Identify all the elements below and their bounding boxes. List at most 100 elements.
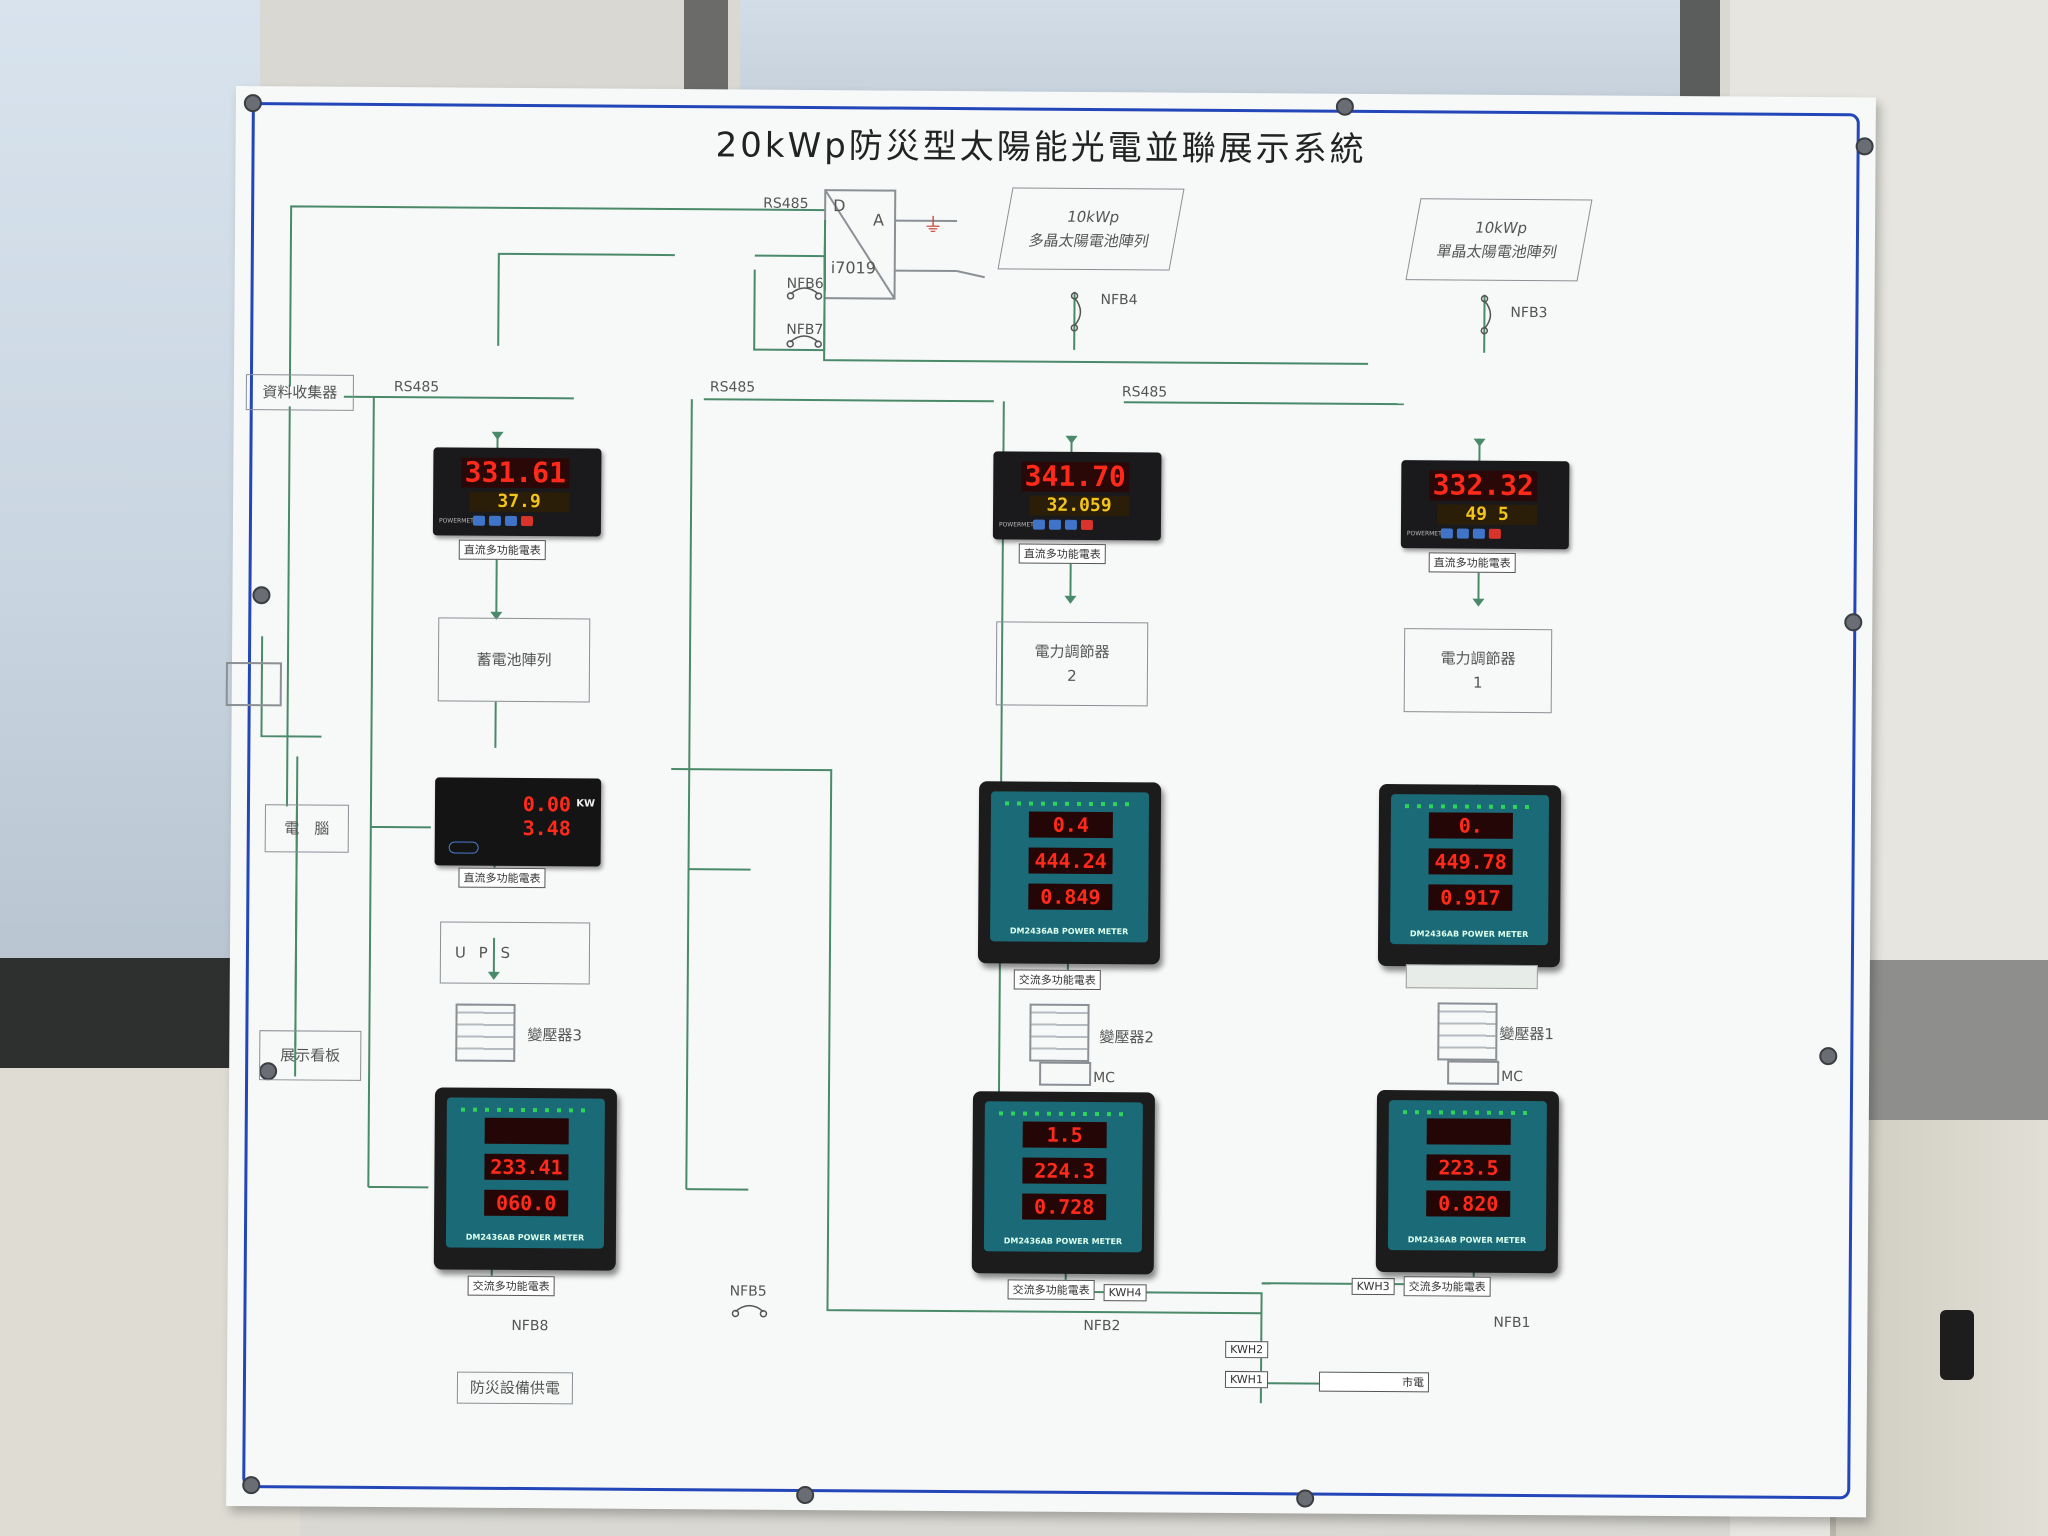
ac-meter-inverter2: 0.4 444.24 0.849 DM2436AB POWER METER (977, 781, 1162, 965)
dc-meter-1-label: 直流多功能電表 (458, 539, 546, 561)
inverter1-number: 1 (1473, 673, 1483, 692)
display-board-box: 展示看板 (259, 1030, 362, 1081)
disaster-supply-box: 防災設備供電 (456, 1371, 574, 1405)
ac-meter-inverter2-label: 交流多功能電表 (1013, 969, 1101, 991)
dc-meter-3-top: 332.32 (1429, 468, 1538, 502)
converter-a-label: A (873, 210, 885, 230)
kwh2-tag: KWH2 (1225, 1340, 1269, 1359)
display-board-panel: 20kWp防災型太陽能光電並聯展示系統 (225, 86, 1876, 1518)
dc-meter-1-buttons[interactable] (472, 515, 534, 527)
ac-inv1-row2: 449.78 (1428, 848, 1513, 875)
battery-v-value: 3.48 (522, 816, 571, 841)
mc1-label: MC (1501, 1068, 1524, 1086)
transformer3-icon (455, 1003, 516, 1062)
nfb7-label: NFB7 (786, 321, 824, 339)
mc2-label: MC (1093, 1070, 1116, 1087)
transformer2-label: 變壓器2 (1099, 1028, 1154, 1047)
window-frame-right (1680, 0, 1720, 110)
rs485-label-b: RS485 (709, 379, 756, 396)
ac-right-row1 (1426, 1118, 1511, 1145)
poly-pv-array-box: 10kWp 多晶太陽電池陣列 (997, 187, 1185, 271)
transformer1-label: 變壓器1 (1499, 1024, 1555, 1044)
dc-meter-1-bottom: 37.9 (469, 491, 570, 513)
rs485-label: RS485 (763, 195, 809, 212)
dc-meter-3-label: 直流多功能電表 (1428, 552, 1516, 573)
mc2-contactor-icon (1039, 1061, 1092, 1086)
ac-inv1-row3: 0.917 (1428, 884, 1513, 911)
ground-icon: ⏚ (922, 212, 944, 237)
ac-right-row3: 0.820 (1426, 1190, 1511, 1217)
window-sill (0, 958, 258, 1068)
ac-ups-row1 (484, 1117, 569, 1145)
ac-meter-inverter1: 0. 449.78 0.917 DM2436AB POWER METER (1377, 783, 1562, 968)
kwh1-tag: KWH1 (1224, 1370, 1269, 1389)
ac-meter-brand: DM2436AB POWER METER (1009, 926, 1129, 937)
transformer2-icon (1029, 1003, 1090, 1062)
ac-meter-brand: DM2436AB POWER METER (1409, 929, 1529, 940)
frosted-window (0, 0, 260, 960)
meter-logo-icon (448, 841, 479, 854)
ac-meter-brand: DM2436AB POWER METER (465, 1232, 585, 1243)
ac-meter-right: 223.5 0.820 DM2436AB POWER METER (1375, 1089, 1560, 1274)
computer-box: 電 腦 (264, 804, 349, 853)
ups-box: U P S (439, 921, 591, 985)
ac-meter-ups-label: 交流多功能電表 (467, 1275, 555, 1297)
converter-model-label: i7019 (830, 258, 876, 278)
mono-pv-array-box: 10kWp 單晶太陽電池陣列 (1405, 198, 1593, 282)
dc-meter-2-bottom: 32.059 (1029, 495, 1130, 517)
rs485-label-a: RS485 (393, 379, 440, 396)
transformer3-label: 變壓器3 (527, 1026, 582, 1045)
ac-mid-row2: 224.3 (1022, 1157, 1107, 1185)
dc-meter-3-buttons[interactable] (1440, 528, 1501, 539)
transformer1-icon (1437, 1002, 1498, 1061)
ac-meter-brand: DM2436AB POWER METER (1407, 1235, 1527, 1246)
ac-ups-row3: 060.0 (484, 1189, 569, 1217)
ac-meter-right-label: 交流多功能電表 (1403, 1276, 1491, 1297)
ac-mid-row1: 1.5 (1022, 1121, 1107, 1149)
dc-meter-1-top: 331.61 (461, 456, 570, 489)
kwh4-tag: KWH4 (1103, 1284, 1147, 1302)
nfb4-label: NFB4 (1100, 292, 1138, 309)
nfb2-label: NFB2 (1083, 1317, 1121, 1335)
grid-tag: 市電 (1318, 1371, 1430, 1393)
inverter2-box: 電力調節器 2 (995, 621, 1149, 707)
ac-meter-ups: 233.41 060.0 DM2436AB POWER METER (433, 1087, 618, 1271)
nfb5-label: NFB5 (729, 1283, 767, 1300)
battery-kw-value: 0.00 (522, 792, 572, 817)
dc-meter-2-top: 341.70 (1021, 460, 1130, 493)
rs485-label-c: RS485 (1121, 384, 1168, 401)
dc-meter-1: 331.61 37.9 POWERMETER (432, 447, 602, 537)
battery-array-box: 蓄電池陣列 (437, 617, 591, 703)
ac-mid-row3: 0.728 (1022, 1193, 1107, 1221)
ac-right-row2: 223.5 (1426, 1154, 1511, 1181)
ac-meter-brand: DM2436AB POWER METER (1003, 1236, 1123, 1247)
dc-meter-2-buttons[interactable] (1032, 519, 1093, 530)
window-frame (684, 0, 728, 100)
inverter1-box: 電力調節器 1 (1403, 628, 1553, 714)
dc-meter-2: 341.70 32.059 POWERMETER (992, 451, 1162, 541)
wall-duct (1840, 960, 2048, 1120)
battery-kw-unit: KW (576, 798, 596, 810)
nfb1-label: NFB1 (1493, 1314, 1531, 1332)
ac-inv2-row2: 444.24 (1028, 847, 1113, 875)
dc-meter-3-bottom: 49 5 (1436, 504, 1538, 526)
inverter2-number: 2 (1067, 666, 1077, 685)
dc-meter-2-label: 直流多功能電表 (1018, 543, 1106, 565)
cabinet-handle (1940, 1310, 1974, 1380)
mc1-contactor-icon (1447, 1060, 1500, 1085)
nfb3-label: NFB3 (1510, 304, 1548, 322)
ac-inv2-row3: 0.849 (1028, 883, 1113, 911)
dc-meter-3: 332.32 49 5 POWERMETER (1400, 460, 1570, 550)
nfb8-label: NFB8 (511, 1317, 549, 1335)
ac-ups-row2: 233.41 (484, 1153, 569, 1181)
upper-window (740, 0, 1720, 100)
inverter2-title: 電力調節器 (1034, 642, 1110, 662)
nfb6-label: NFB6 (786, 275, 824, 293)
data-collector-box: 資料收集器 (245, 374, 354, 411)
inverter1-title: 電力調節器 (1440, 649, 1516, 668)
computer-monitor-icon (225, 661, 282, 707)
ac-meter-middle: 1.5 224.3 0.728 DM2436AB POWER METER (971, 1091, 1155, 1275)
converter-d-label: D (833, 196, 846, 216)
battery-meter-label: 直流多功能電表 (458, 867, 546, 889)
ac-inv1-row1: 0. (1428, 812, 1513, 839)
